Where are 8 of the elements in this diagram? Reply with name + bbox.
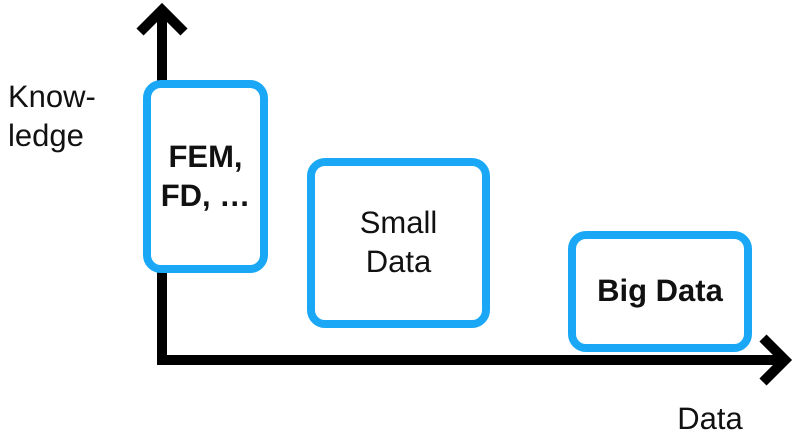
rounded-box: [143, 80, 268, 273]
axis-label: Data: [676, 400, 744, 438]
rounded-box: [307, 158, 490, 328]
axis-label: Know- ledge: [8, 78, 97, 155]
box-label: Big Data: [597, 272, 723, 310]
box-label: Small Data: [358, 204, 438, 281]
box-label: FEM, FD, …: [160, 138, 252, 214]
rounded-box: [568, 231, 752, 352]
